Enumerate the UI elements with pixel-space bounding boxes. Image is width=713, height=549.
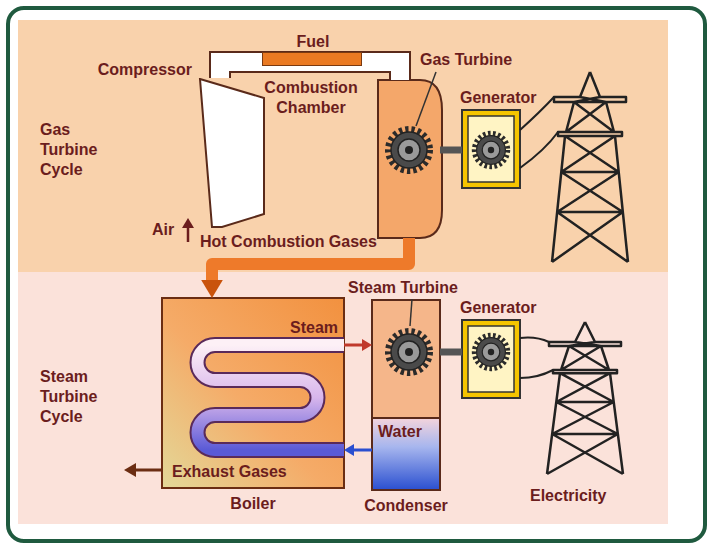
compressor-outline xyxy=(198,78,266,228)
flow-label: Exhaust Gases xyxy=(172,462,287,482)
combustion-duct xyxy=(249,53,373,71)
generator-body xyxy=(468,116,514,182)
duct-pipe xyxy=(372,62,400,80)
pylon-symbol xyxy=(547,322,623,474)
duct-pipe xyxy=(372,62,400,80)
generator-body xyxy=(468,326,514,392)
shaft-line xyxy=(440,352,462,353)
flow-label: Air xyxy=(152,220,174,240)
node-label: Generator xyxy=(460,88,560,108)
gear-icon xyxy=(474,335,508,369)
steam-turbine: Steam Turbine xyxy=(372,300,440,418)
combustion-chamber: Combustion Chamber xyxy=(250,48,372,118)
node-label: Generator xyxy=(460,298,560,318)
exhaust-arrow xyxy=(134,469,162,472)
water-arrow xyxy=(344,444,372,456)
exhaust-arrow xyxy=(124,463,136,477)
duct-pipe xyxy=(220,62,250,78)
gas-turbine: Gas Turbine xyxy=(378,80,440,238)
gear-icon xyxy=(388,331,430,373)
steam-cycle-ground xyxy=(18,272,668,524)
combustion-duct xyxy=(250,51,372,73)
generator-body xyxy=(462,320,520,398)
leader-line xyxy=(416,72,436,126)
generator-body xyxy=(462,110,520,398)
gear-icon xyxy=(388,129,430,171)
power-wire xyxy=(520,338,549,343)
cycle-band: Steam Turbine CycleBoilerSteam TurbineGe… xyxy=(18,272,668,524)
boiler-coil xyxy=(198,345,345,450)
node-label: Combustion Chamber xyxy=(250,78,372,118)
shaft-line xyxy=(440,349,462,356)
duct-pipe xyxy=(372,62,400,80)
duct-pipe xyxy=(220,62,250,78)
arrow-head xyxy=(201,280,223,298)
gear-icon xyxy=(388,129,508,373)
power-wire xyxy=(520,370,553,378)
arrow-head xyxy=(362,339,372,351)
steam-arrow xyxy=(344,343,365,346)
frame xyxy=(8,8,705,541)
flow-label: Electricity xyxy=(530,486,606,506)
shaft-line xyxy=(440,147,462,154)
generator-box: Generator xyxy=(462,110,520,188)
steam-arrow xyxy=(344,339,372,351)
generator-body xyxy=(462,110,520,188)
node-label: Boiler xyxy=(203,494,303,514)
edge-label: Hot Combustion Gases xyxy=(200,232,377,252)
node-label: Fuel xyxy=(263,32,363,52)
power-wire xyxy=(520,97,558,378)
fuel-bar: Fuel xyxy=(262,52,362,66)
node-label: Gas Turbine xyxy=(420,50,530,70)
air-arrow xyxy=(182,218,194,242)
node-label: Gas Turbine Cycle xyxy=(40,120,120,180)
air-arrow xyxy=(182,218,194,228)
edge-label: Steam xyxy=(290,318,338,338)
exhaust-arrow xyxy=(124,463,162,477)
pylon-symbol xyxy=(547,72,628,474)
node-label: Steam Turbine xyxy=(348,278,488,298)
compressor-shape: Compressor xyxy=(198,78,266,228)
node-label: Condenser xyxy=(346,496,466,516)
node-label: Steam Turbine Cycle xyxy=(40,367,120,427)
power-wire xyxy=(520,132,558,168)
gear-icon xyxy=(474,133,508,167)
boiler-coil xyxy=(198,345,345,450)
duct-pipe xyxy=(220,62,250,78)
condenser-tank xyxy=(372,418,440,490)
compressor-outline xyxy=(200,79,264,227)
pylon-symbol xyxy=(552,72,628,262)
steam-turbine-housing xyxy=(372,300,440,418)
boiler-body xyxy=(162,298,344,488)
gas-cycle-ground xyxy=(18,20,668,272)
shaft-line xyxy=(440,150,462,151)
edge-label: Water xyxy=(378,422,422,442)
gas-turbine-housing xyxy=(378,80,442,238)
arrow-head xyxy=(344,444,354,456)
generator-box: Generator xyxy=(462,320,520,398)
leader-line xyxy=(410,299,412,326)
air-arrow xyxy=(187,226,190,242)
water-arrow xyxy=(351,449,372,452)
node-label: Compressor xyxy=(70,60,192,80)
boiler-coil xyxy=(198,345,345,450)
